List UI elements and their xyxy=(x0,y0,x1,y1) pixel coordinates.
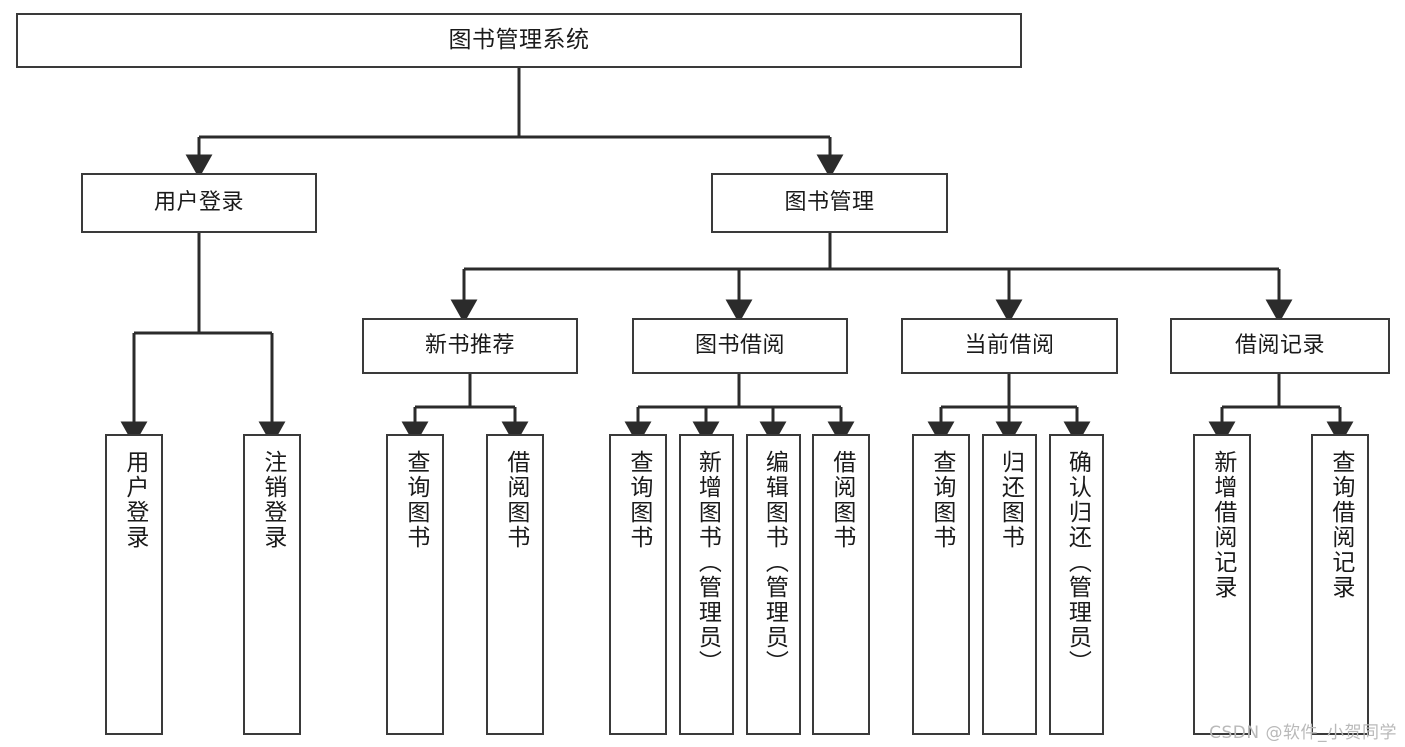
node-leaf-logout[interactable]: 注销登录 xyxy=(243,434,301,735)
node-book-management-system[interactable]: 图书管理系统 xyxy=(16,13,1022,68)
node-label: 新增图书（管理员） xyxy=(694,450,721,675)
node-book-management[interactable]: 图书管理 xyxy=(711,173,948,233)
node-label: 注销登录 xyxy=(259,450,286,550)
node-leaf-add-book-admin[interactable]: 新增图书（管理员） xyxy=(679,434,734,735)
node-label: 新增借阅记录 xyxy=(1209,450,1236,600)
node-leaf-query-borrow-record[interactable]: 查询借阅记录 xyxy=(1311,434,1369,735)
node-leaf-add-borrow-record[interactable]: 新增借阅记录 xyxy=(1193,434,1251,735)
node-label: 借阅记录 xyxy=(1234,333,1325,359)
node-label: 编辑图书（管理员） xyxy=(761,450,788,675)
node-label: 查询借阅记录 xyxy=(1327,450,1354,600)
node-label: 新书推荐 xyxy=(424,333,515,359)
node-new-book-recommend[interactable]: 新书推荐 xyxy=(362,318,578,374)
node-label: 图书管理系统 xyxy=(448,26,590,53)
csdn-watermark: CSDN @软件_小贺同学 xyxy=(1209,723,1397,743)
node-leaf-return-book[interactable]: 归还图书 xyxy=(982,434,1037,735)
node-user-login[interactable]: 用户登录 xyxy=(81,173,317,233)
node-leaf-query-book[interactable]: 查询图书 xyxy=(609,434,667,735)
node-leaf-edit-book-admin[interactable]: 编辑图书（管理员） xyxy=(746,434,801,735)
node-leaf-user-login[interactable]: 用户登录 xyxy=(105,434,163,735)
node-borrow-record[interactable]: 借阅记录 xyxy=(1170,318,1390,374)
node-label: 用户登录 xyxy=(153,190,244,216)
node-leaf-confirm-return-admin[interactable]: 确认归还（管理员） xyxy=(1049,434,1104,735)
node-leaf-query-book-current[interactable]: 查询图书 xyxy=(912,434,970,735)
node-label: 用户登录 xyxy=(121,450,148,550)
node-label: 借阅图书 xyxy=(828,450,855,550)
node-label: 图书管理 xyxy=(784,190,875,216)
node-label: 确认归还（管理员） xyxy=(1064,450,1091,675)
node-label: 查询图书 xyxy=(928,450,955,550)
node-label: 图书借阅 xyxy=(694,333,785,359)
node-leaf-borrow-book[interactable]: 借阅图书 xyxy=(812,434,870,735)
node-label: 归还图书 xyxy=(997,450,1024,550)
node-label: 当前借阅 xyxy=(964,333,1055,359)
node-label: 查询图书 xyxy=(402,450,429,550)
node-current-borrow[interactable]: 当前借阅 xyxy=(901,318,1118,374)
node-leaf-query-book-recommend[interactable]: 查询图书 xyxy=(386,434,444,735)
node-label: 借阅图书 xyxy=(502,450,529,550)
node-label: 查询图书 xyxy=(625,450,652,550)
node-leaf-borrow-book-recommend[interactable]: 借阅图书 xyxy=(486,434,544,735)
node-book-borrow[interactable]: 图书借阅 xyxy=(632,318,848,374)
